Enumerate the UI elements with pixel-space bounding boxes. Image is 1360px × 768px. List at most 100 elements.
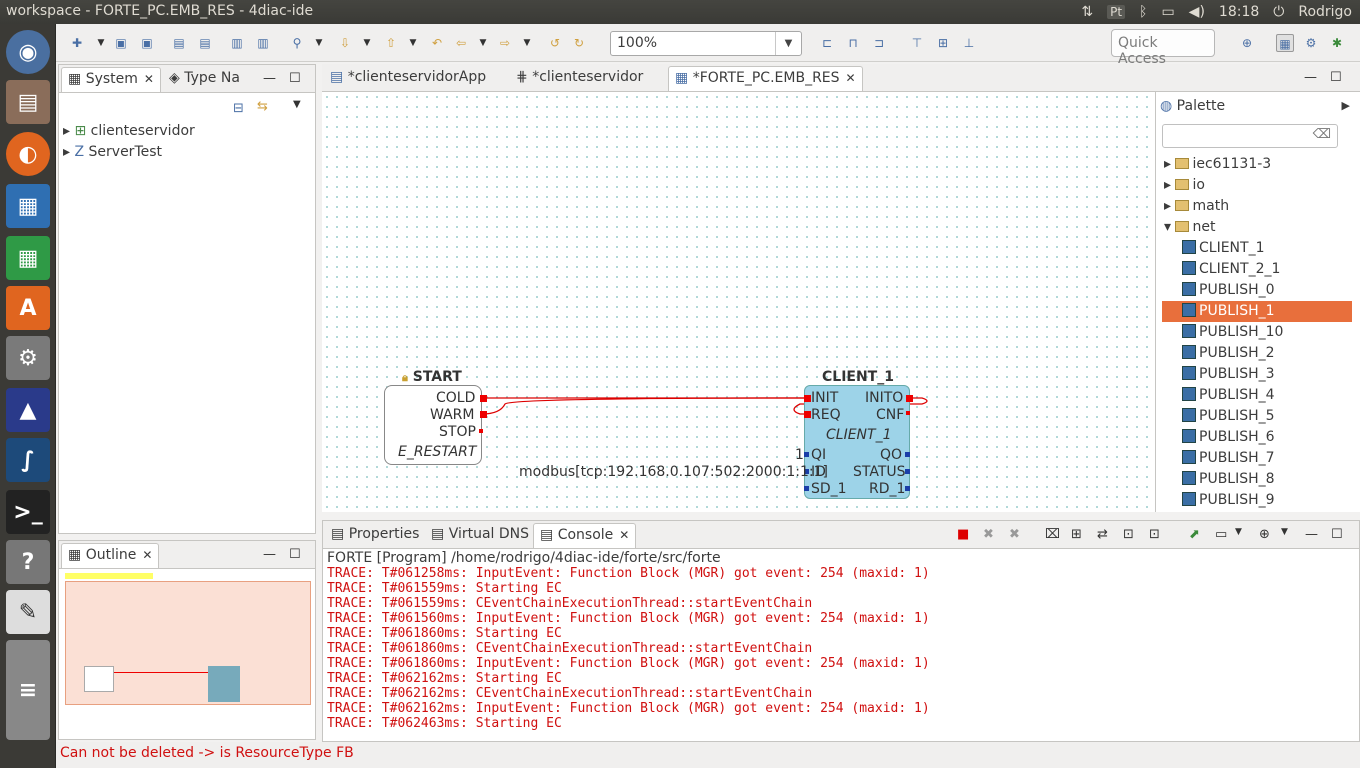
- palette-item[interactable]: CLIENT_2_1: [1162, 259, 1352, 280]
- align-bottom-icon[interactable]: ⊥: [963, 36, 975, 50]
- next-annotation-dropdown-icon[interactable]: ▼: [363, 38, 371, 48]
- display-console-icon[interactable]: ▭: [1215, 527, 1228, 542]
- qi-parameter-value[interactable]: 1: [795, 447, 804, 463]
- close-icon[interactable]: ✕: [845, 71, 856, 85]
- tab-clienteservidor[interactable]: ⋕ *clienteservidor: [516, 69, 644, 85]
- port-status[interactable]: [905, 469, 910, 474]
- prev-annotation-icon[interactable]: ⇧: [385, 36, 397, 50]
- data-output-rd-1[interactable]: RD_1: [869, 481, 906, 497]
- power-icon[interactable]: ⏻: [1273, 4, 1285, 20]
- network-icon[interactable]: ⇅: [1081, 4, 1094, 20]
- software-center-icon[interactable]: A: [6, 286, 50, 330]
- forward-icon[interactable]: ⇨: [499, 36, 511, 50]
- data-output-status[interactable]: STATUS: [853, 464, 906, 480]
- scope-icon[interactable]: ∫: [6, 438, 50, 482]
- align-right-icon[interactable]: ⊐: [873, 36, 885, 50]
- quick-access-input[interactable]: Quick Access: [1111, 29, 1215, 67]
- search-icon[interactable]: ⚲: [292, 36, 302, 50]
- palette-item[interactable]: PUBLISH_8: [1162, 469, 1352, 490]
- data-input-sd-1[interactable]: SD_1: [811, 481, 847, 497]
- palette-item[interactable]: PUBLISH_3: [1162, 364, 1352, 385]
- console-output[interactable]: TRACE: T#061258ms: InputEvent: Function …: [327, 566, 930, 731]
- new-system-icon[interactable]: ▤: [173, 36, 185, 50]
- settings-icon[interactable]: ⚙: [6, 336, 50, 380]
- remove-all-launches-icon[interactable]: ✖: [1009, 527, 1020, 542]
- new-dropdown-icon[interactable]: ▼: [97, 38, 105, 48]
- maximize-icon[interactable]: ☐: [1330, 70, 1342, 85]
- user-name[interactable]: Rodrigo: [1298, 4, 1352, 20]
- clear-console-icon[interactable]: ⌧: [1045, 527, 1060, 542]
- palette-folder-net[interactable]: ▾ net: [1164, 219, 1216, 235]
- open-console-dropdown-icon[interactable]: ▼: [1281, 527, 1288, 537]
- tab-outline[interactable]: ▦ Outline✕: [61, 543, 160, 568]
- system-perspective-icon[interactable]: ▦: [1276, 34, 1294, 52]
- port-cold[interactable]: [480, 395, 487, 402]
- align-top-icon[interactable]: ⊤: [911, 36, 923, 50]
- collapse-palette-icon[interactable]: ▶: [1341, 99, 1350, 112]
- event-output-cold[interactable]: COLD: [436, 390, 476, 406]
- keyboard-layout-indicator[interactable]: Pt: [1107, 5, 1126, 19]
- open-perspective-icon[interactable]: ⊕: [1241, 36, 1253, 50]
- prev-annotation-dropdown-icon[interactable]: ▼: [409, 38, 417, 48]
- palette-item[interactable]: PUBLISH_4: [1162, 385, 1352, 406]
- palette-folder-iec61131-3[interactable]: ▸ iec61131-3: [1164, 156, 1272, 172]
- data-output-qo[interactable]: QO: [880, 447, 903, 463]
- back-dropdown-icon[interactable]: ▼: [479, 38, 487, 48]
- deploy-icon[interactable]: ▥: [231, 36, 243, 50]
- data-input-id[interactable]: ID: [811, 464, 826, 480]
- maximize-icon[interactable]: ☐: [1331, 527, 1343, 542]
- close-icon[interactable]: ✕: [142, 548, 153, 562]
- palette-item[interactable]: PUBLISH_2: [1162, 343, 1352, 364]
- palette-item[interactable]: PUBLISH_9: [1162, 490, 1352, 510]
- clock[interactable]: 18:18: [1218, 4, 1260, 20]
- tab-virtual-dns[interactable]: ▤ Virtual DNS: [431, 526, 530, 542]
- port-init[interactable]: [804, 395, 811, 402]
- align-middle-icon[interactable]: ⊞: [937, 36, 949, 50]
- remove-launch-icon[interactable]: ✖: [983, 527, 994, 542]
- open-console-icon[interactable]: ⊕: [1259, 527, 1270, 542]
- view-menu-icon[interactable]: ▼: [293, 99, 301, 110]
- palette-item[interactable]: PUBLISH_7: [1162, 448, 1352, 469]
- back-icon[interactable]: ⇦: [455, 36, 467, 50]
- event-output-warm[interactable]: WARM: [430, 407, 475, 423]
- tree-item-servertest[interactable]: ▸ Z ServerTest: [63, 144, 163, 160]
- word-wrap-icon[interactable]: ⇄: [1097, 527, 1108, 542]
- port-sd-1[interactable]: [804, 486, 809, 491]
- port-stop[interactable]: [479, 429, 483, 433]
- maximize-icon[interactable]: ☐: [289, 71, 301, 86]
- tab-clienteservidorapp[interactable]: ▤ *clienteservidorApp: [330, 69, 487, 85]
- collapse-all-icon[interactable]: ⊟: [233, 101, 244, 116]
- battery-icon[interactable]: ▭: [1161, 4, 1175, 20]
- port-inito[interactable]: [906, 395, 913, 402]
- display-console-dropdown-icon[interactable]: ▼: [1235, 527, 1242, 537]
- forward-dropdown-icon[interactable]: ▼: [523, 38, 531, 48]
- port-rd-1[interactable]: [905, 486, 910, 491]
- scroll-lock-icon[interactable]: ⊞: [1071, 527, 1082, 542]
- palette-item[interactable]: CLIENT_1: [1162, 238, 1352, 259]
- palette-filter-input[interactable]: ⌫: [1162, 124, 1338, 148]
- palette-item[interactable]: PUBLISH_0: [1162, 280, 1352, 301]
- clear-filter-icon[interactable]: ⌫: [1312, 127, 1331, 142]
- 4diac-icon[interactable]: ▲: [6, 388, 50, 432]
- start-function-block[interactable]: [384, 385, 482, 465]
- download-icon[interactable]: ▥: [257, 36, 269, 50]
- close-icon[interactable]: ✕: [619, 528, 630, 542]
- text-editor-icon[interactable]: ✎: [6, 590, 50, 634]
- zoom-combo[interactable]: 100% ▼: [610, 31, 802, 56]
- search-dropdown-icon[interactable]: ▼: [315, 38, 323, 48]
- port-id[interactable]: [804, 469, 809, 474]
- help-icon[interactable]: ?: [6, 540, 50, 584]
- event-input-init[interactable]: INIT: [811, 390, 839, 406]
- port-cnf[interactable]: [906, 411, 910, 415]
- save-icon[interactable]: ▣: [115, 36, 127, 50]
- pin-console-icon[interactable]: ⬈: [1189, 527, 1200, 542]
- tab-forte-pc-emb-res[interactable]: ▦ *FORTE_PC.EMB_RES✕: [668, 66, 863, 91]
- chevron-down-icon[interactable]: ▼: [775, 32, 801, 55]
- tab-type-navigator[interactable]: ◈ Type Na: [169, 70, 240, 86]
- last-edit-icon[interactable]: ↶: [431, 36, 443, 50]
- ubuntu-dash-icon[interactable]: ◉: [6, 30, 50, 74]
- save-all-icon[interactable]: ▣: [141, 36, 153, 50]
- port-warm[interactable]: [480, 411, 487, 418]
- palette-item-selected[interactable]: PUBLISH_1: [1162, 301, 1352, 322]
- tab-system[interactable]: ▦ System✕: [61, 67, 161, 92]
